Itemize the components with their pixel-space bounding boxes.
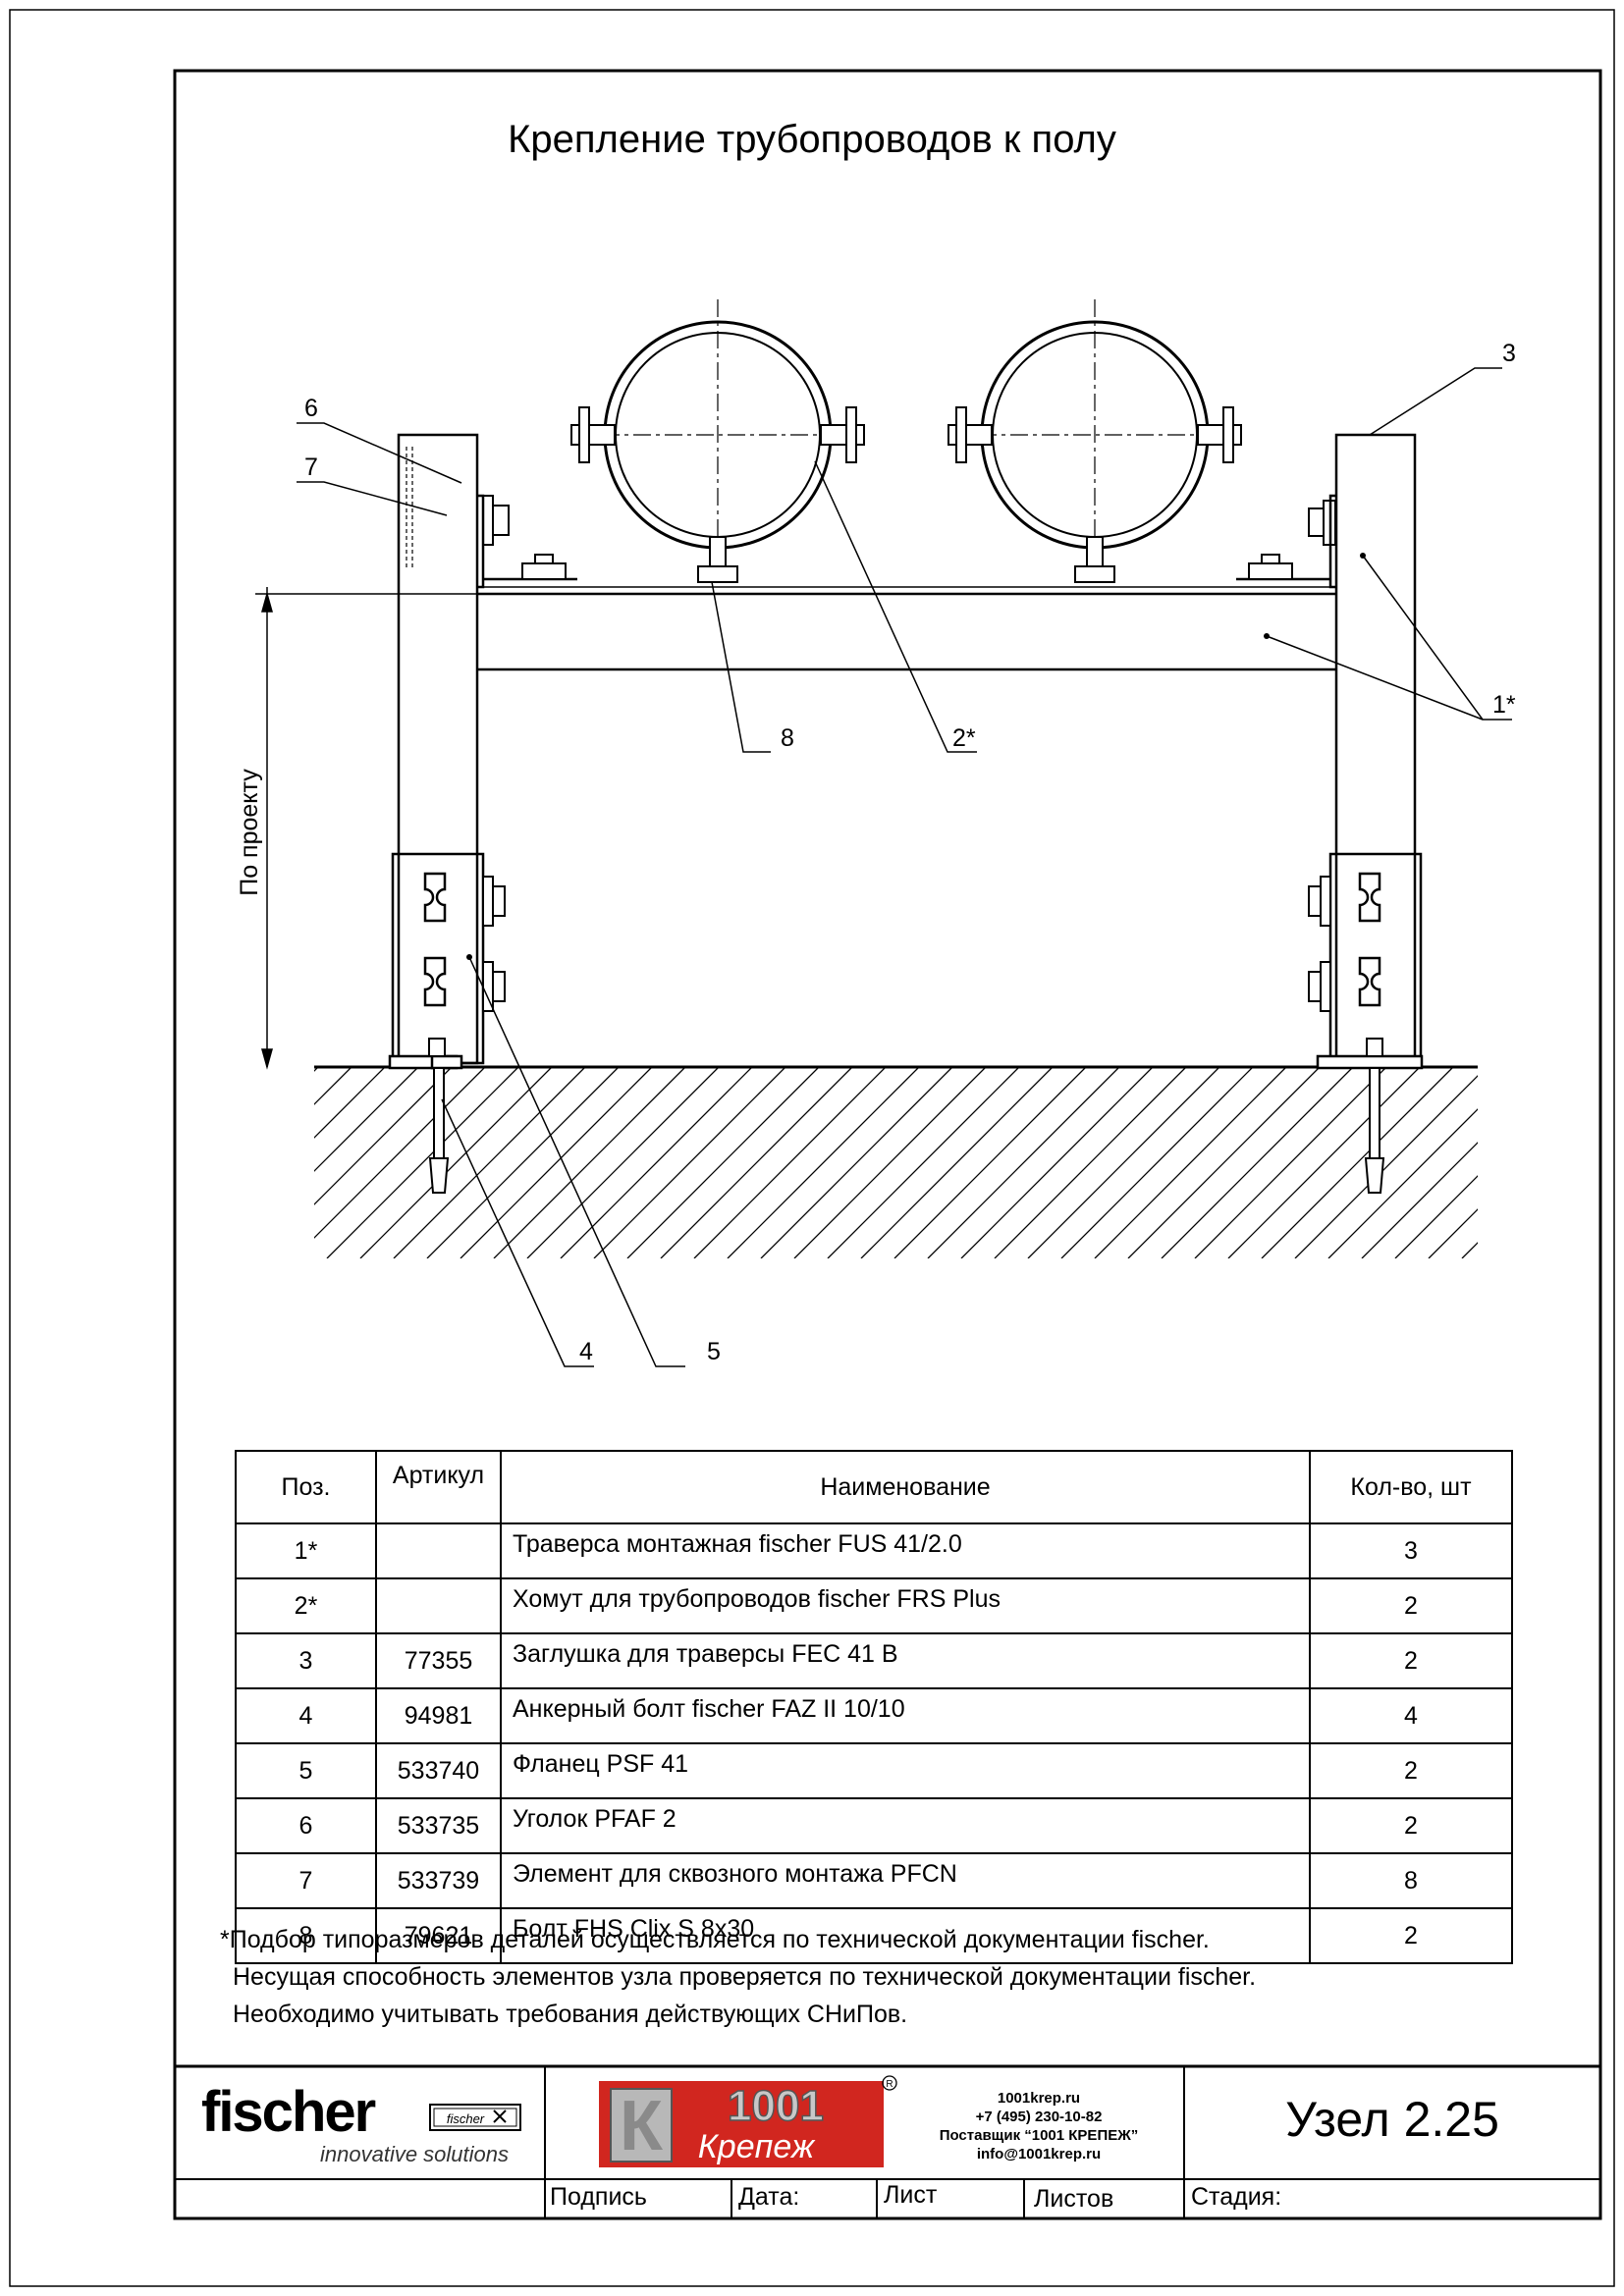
- fischer-tagline: innovative solutions: [320, 2142, 510, 2166]
- row-qty: 3: [1309, 1522, 1513, 1579]
- row-pos: 8: [235, 1907, 377, 1964]
- callout-labels: 6 7 3 1* 8 2* 4 5: [304, 340, 1516, 1365]
- angle-brackets: [477, 494, 1336, 589]
- row-name: Заглушка для траверсы FEC 41 B: [500, 1632, 1311, 1689]
- callout-2: 2*: [952, 724, 976, 752]
- svg-text:К: К: [620, 2087, 664, 2165]
- note-1: *Подбор типоразмеров деталей осуществляе…: [220, 1926, 1210, 1953]
- height-dimension: [255, 587, 477, 1070]
- row-name: Болт FHS Clix S 8x30: [500, 1907, 1311, 1964]
- node-label: Узел 2.25: [1285, 2092, 1499, 2147]
- row-article: 77355: [375, 1632, 502, 1689]
- row-name: Элемент для сквозного монтажа PFCN: [500, 1852, 1311, 1909]
- sheet-frame: [9, 9, 1615, 2287]
- svg-text:R: R: [886, 2079, 893, 2090]
- row-name: Анкерный болт fischer FAZ II 10/10: [500, 1687, 1311, 1744]
- callout-3: 3: [1502, 340, 1516, 367]
- note-3: Необходимо учитывать требования действую…: [233, 2001, 908, 2028]
- row-article: 533740: [375, 1742, 502, 1799]
- table-row: 2* Хомут для трубопроводов fischer FRS Pl…: [235, 1577, 1513, 1634]
- beam-top-bolts: [521, 554, 1293, 580]
- row-article: 79621: [375, 1907, 502, 1964]
- row-article: 94981: [375, 1687, 502, 1744]
- leader-lines: [297, 367, 1512, 1367]
- svg-text:1001: 1001: [728, 2082, 824, 2130]
- pipe-clamps: [570, 299, 1242, 574]
- horizontal-traverse: [477, 586, 1336, 671]
- header-name: Наименование: [500, 1450, 1311, 1524]
- row-article: 533739: [375, 1852, 502, 1909]
- right-post-slots: [1358, 872, 1381, 1007]
- row-pos: 3: [235, 1632, 377, 1689]
- row-name: Фланец PSF 41: [500, 1742, 1311, 1799]
- contact-supplier: Поставщик “1001 КРЕПЕЖ”: [939, 2127, 1139, 2144]
- callout-1: 1*: [1492, 691, 1516, 719]
- field-sheets: Листов: [1034, 2185, 1114, 2213]
- contact-site: 1001krep.ru: [997, 2090, 1081, 2107]
- note-2: Несущая способность элементов узла прове…: [233, 1963, 1257, 1991]
- header-qty: Кол-во, шт: [1309, 1450, 1513, 1524]
- row-pos: 7: [235, 1852, 377, 1909]
- row-qty: 4: [1309, 1687, 1513, 1744]
- row-qty: 2: [1309, 1797, 1513, 1854]
- header-pos: Поз.: [235, 1450, 377, 1524]
- anchor-bolts: [428, 1038, 1385, 1194]
- row-pos: 4: [235, 1687, 377, 1744]
- row-qty: 2: [1309, 1907, 1513, 1964]
- callout-8: 8: [781, 724, 794, 752]
- callout-5: 5: [707, 1338, 721, 1365]
- row-name: Траверса монтажная fischer FUS 41/2.0: [500, 1522, 1311, 1579]
- row-article: 533735: [375, 1797, 502, 1854]
- leader-dots: [466, 553, 1366, 960]
- header-article: Артикул: [375, 1450, 502, 1524]
- specification-table: Поз. Артикул Наименование Кол-во, шт 1* Т…: [235, 1450, 1513, 1964]
- row-name: Уголок PFAF 2: [500, 1797, 1311, 1854]
- row-name: Хомут для трубопроводов fischer FRS Plus: [500, 1577, 1311, 1634]
- row-article: [375, 1577, 502, 1634]
- contact-phone: +7 (495) 230-10-82: [975, 2109, 1103, 2125]
- row-qty: 8: [1309, 1852, 1513, 1909]
- left-post-bolts: [482, 495, 510, 1012]
- callout-4: 4: [579, 1338, 593, 1365]
- svg-text:Крепеж: Крепеж: [698, 2128, 816, 2165]
- contact-email: info@1001krep.ru: [976, 2146, 1102, 2163]
- row-pos: 5: [235, 1742, 377, 1799]
- drawing-title: Крепление трубопроводов к полу: [508, 118, 1116, 161]
- field-signature: Подпись: [550, 2183, 647, 2211]
- row-pos: 2*: [235, 1577, 377, 1634]
- title-block-grid: [175, 2064, 1600, 2218]
- clamp-stems: [697, 536, 1115, 583]
- dimension-label: По проекту: [236, 769, 263, 896]
- clamp-ears: [570, 406, 1242, 463]
- fischer-badge-icon: fischer: [429, 2104, 521, 2131]
- row-qty: 2: [1309, 1742, 1513, 1799]
- callout-6: 6: [304, 395, 318, 422]
- fischer-logo: fischer: [201, 2080, 376, 2144]
- row-article: [375, 1522, 502, 1579]
- row-pos: 6: [235, 1797, 377, 1854]
- field-sheet: Лист: [884, 2181, 938, 2209]
- left-post: [388, 433, 485, 1070]
- row-pos: 1*: [235, 1522, 377, 1579]
- callout-7: 7: [304, 454, 318, 481]
- krepezh-logo: К 1001 Крепеж R: [599, 2075, 897, 2167]
- row-qty: 2: [1309, 1632, 1513, 1689]
- supplier-contacts: 1001krep.ru +7 (495) 230-10-82 Поставщик…: [892, 2089, 1186, 2163]
- field-date: Дата:: [738, 2183, 800, 2211]
- svg-text:fischer: fischer: [447, 2111, 485, 2126]
- left-post-slots: [423, 872, 447, 1007]
- row-qty: 2: [1309, 1577, 1513, 1634]
- field-stage: Стадия:: [1191, 2183, 1282, 2211]
- table-header-row: Поз. Артикул Наименование Кол-во, шт: [235, 1450, 1513, 1524]
